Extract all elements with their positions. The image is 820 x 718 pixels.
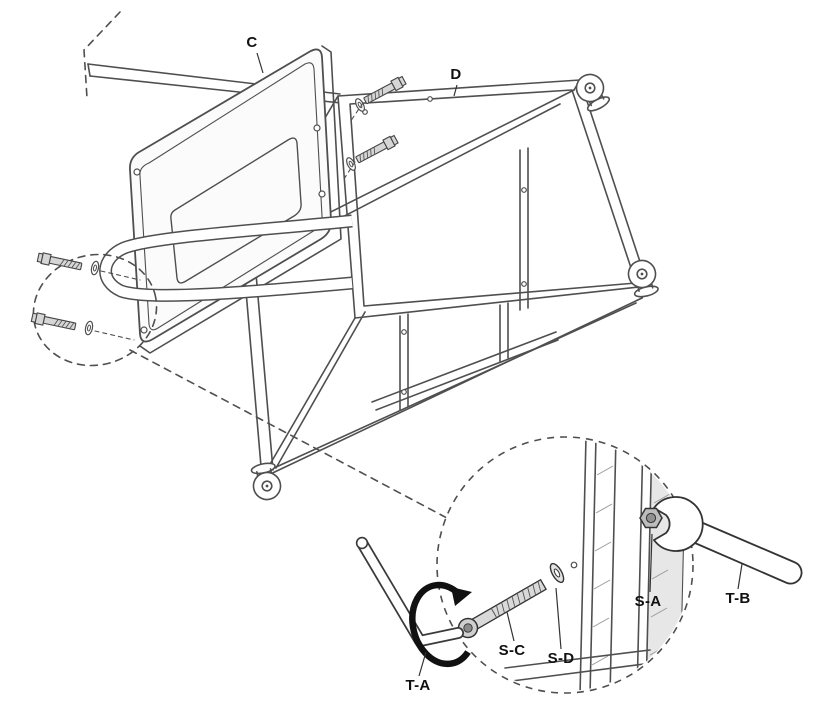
rotation-arrow-icon	[409, 581, 472, 668]
label-hexkey-ta: T-A	[405, 677, 431, 694]
washer-drawing	[89, 260, 101, 276]
label-washer-sd: S-D	[547, 650, 575, 667]
wrench-drawing	[653, 496, 803, 585]
caster-top-right	[575, 73, 611, 112]
caster-bottom-left	[250, 462, 282, 501]
label-bolt-sc: S-C	[498, 642, 526, 659]
washer-sd-drawing	[549, 562, 565, 584]
top-hardware-group	[341, 74, 408, 183]
washer-drawing	[83, 320, 95, 336]
cart-frame-d	[242, 79, 649, 479]
caster-right	[627, 259, 659, 298]
screw-drawing	[30, 311, 77, 333]
label-panel-c: C	[246, 34, 258, 51]
label-wrench-tb: T-B	[725, 590, 751, 607]
screw-drawing	[36, 251, 83, 273]
left-hardware-group	[30, 251, 158, 367]
label-leaders	[256, 52, 743, 677]
handle-drawing	[99, 214, 353, 302]
label-nut-sa: S-A	[634, 593, 662, 610]
nut-drawing	[639, 507, 663, 529]
label-frame-d: D	[450, 66, 462, 83]
detail-callout-circle	[436, 436, 694, 694]
panel-c-drawing	[129, 45, 342, 354]
